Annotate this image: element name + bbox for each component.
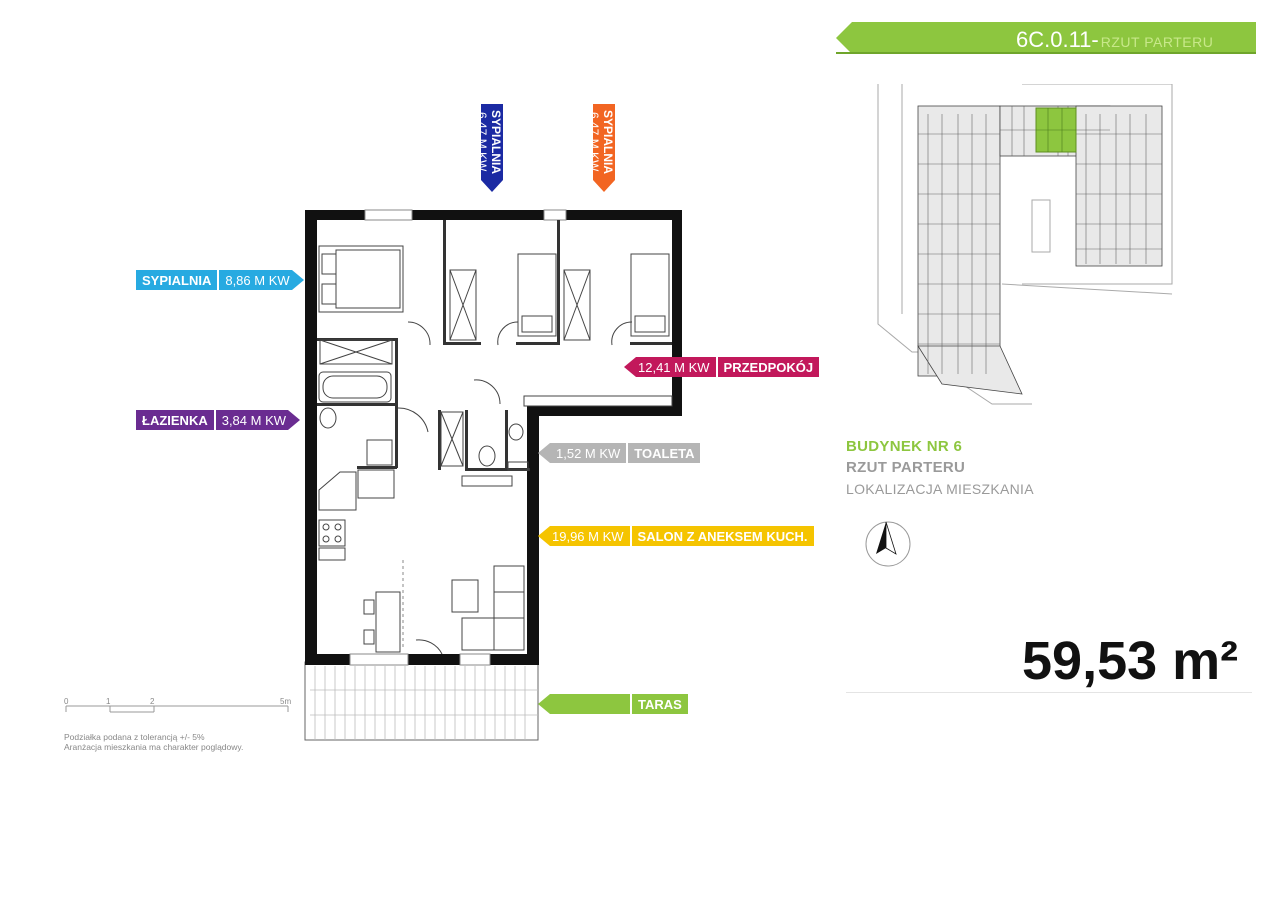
floor-plan: [304, 209, 682, 741]
building-site-plan: [877, 84, 1173, 405]
scale-tick-2: 2: [150, 697, 155, 706]
label-salon: 19,96 M KW SALON Z ANEKSEM KUCH.: [538, 526, 814, 546]
building-title: BUDYNEK NR 6: [846, 438, 963, 455]
label-sypialnia-orange: SYPIALNIA 6,47 M KW: [587, 104, 615, 193]
scale-note: Podziałka podana z tolerancją +/- 5% Ara…: [64, 732, 244, 752]
label-sypialnia-blue: SYPIALNIA 6,47 M KW: [475, 104, 503, 193]
scale-tick-5: 5m: [280, 697, 292, 706]
label-przedpokoj: 12,41 M KW PRZEDPOKÓJ: [624, 357, 820, 377]
scale-tick-1: 1: [106, 697, 111, 706]
scale-tick-0: 0: [64, 697, 69, 706]
divider: [846, 692, 1252, 693]
label-sypialnia-left: SYPIALNIA 8,86 M KW: [136, 270, 304, 290]
building-caption: LOKALIZACJA MIESZKANIA: [846, 481, 1034, 497]
label-toaleta: 1,52 M KW TOALETA: [538, 443, 701, 463]
north-arrow-icon: [865, 521, 911, 567]
header-banner: 6C.0.11-RZUT PARTERU: [836, 22, 1256, 54]
label-taras: TARAS: [538, 694, 688, 714]
apartment-code: 6C.0.11-RZUT PARTERU: [1016, 27, 1214, 52]
label-lazienka: ŁAZIENKA 3,84 M KW: [136, 410, 301, 430]
building-subtitle: RZUT PARTERU: [846, 459, 966, 476]
total-area: 59,53 m²: [1022, 631, 1239, 691]
scale-bar: [65, 705, 289, 713]
